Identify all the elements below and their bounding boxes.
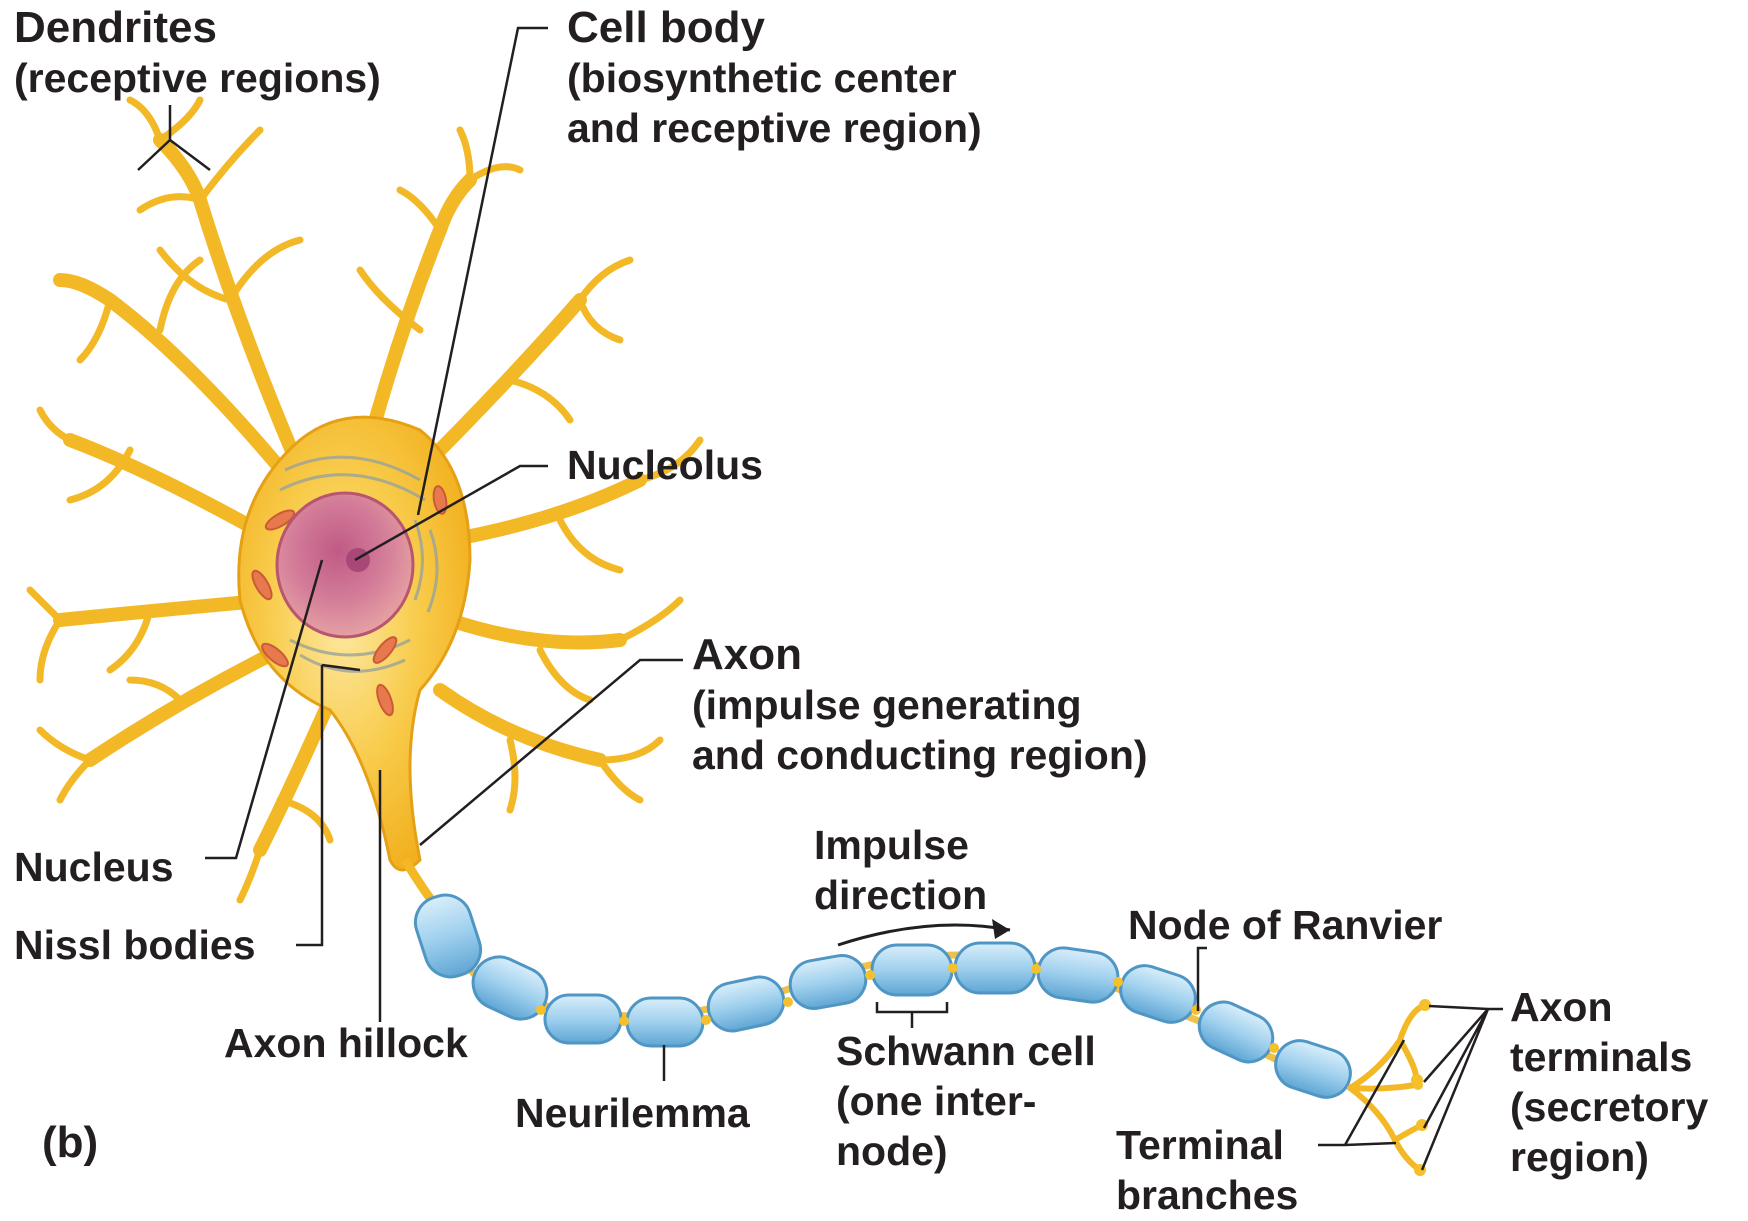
nucleolus (346, 548, 370, 572)
label-cell-body: Cell body (biosynthetic center and recep… (567, 3, 982, 153)
label-dendrites: Dendrites (receptive regions) (14, 3, 381, 103)
dendrites-title: Dendrites (14, 3, 217, 52)
figure-label-text: (b) (42, 1118, 98, 1167)
axon-terminals-title: Axon (1510, 984, 1613, 1030)
terminal-branches-line-1: Terminal (1116, 1120, 1298, 1170)
neurilemma-title: Neurilemma (515, 1090, 750, 1136)
label-axon-terminals: Axon terminals (secretory region) (1510, 982, 1708, 1182)
label-neurilemma: Neurilemma (515, 1088, 750, 1138)
axon-line-1: (impulse generating (692, 680, 1148, 730)
axon-terminal-knobs (1411, 999, 1431, 1176)
axon-terminals-line-1: terminals (1510, 1032, 1708, 1082)
schwann-line-1: Schwann cell (836, 1026, 1096, 1076)
axon-line-2: and conducting region) (692, 730, 1148, 780)
label-nucleus: Nucleus (14, 842, 174, 892)
impulse-line-1: Impulse (814, 820, 987, 870)
node-ranvier-title: Node of Ranvier (1128, 902, 1442, 948)
cell-body-line-1: (biosynthetic center (567, 53, 982, 103)
label-terminal-branches: Terminal branches (1116, 1120, 1298, 1220)
label-node-of-ranvier: Node of Ranvier (1128, 900, 1442, 950)
impulse-line-2: direction (814, 870, 987, 920)
figure-label: (b) (42, 1118, 98, 1168)
nucleus-title: Nucleus (14, 844, 174, 890)
label-axon-hillock: Axon hillock (224, 1018, 468, 1068)
axon-title: Axon (692, 630, 802, 679)
cell-body-title: Cell body (567, 3, 765, 52)
schwann-line-2: (one inter- (836, 1076, 1096, 1126)
nucleolus-title: Nucleolus (567, 442, 763, 488)
nissl-title: Nissl bodies (14, 922, 256, 968)
label-nissl-bodies: Nissl bodies (14, 920, 256, 970)
axon-hillock-title: Axon hillock (224, 1020, 468, 1066)
schwann-line-3: node) (836, 1126, 1096, 1176)
dendrites-subtitle: (receptive regions) (14, 53, 381, 103)
nucleus (277, 493, 413, 637)
label-impulse-direction: Impulse direction (814, 820, 987, 920)
label-axon: Axon (impulse generating and conducting … (692, 630, 1148, 780)
terminal-branches-line-2: branches (1116, 1170, 1298, 1220)
cell-body (239, 417, 470, 870)
label-nucleolus: Nucleolus (567, 440, 763, 490)
cell-body-line-2: and receptive region) (567, 103, 982, 153)
label-schwann-cell: Schwann cell (one inter- node) (836, 1026, 1096, 1176)
axon-terminals-line-3: region) (1510, 1132, 1708, 1182)
axon-terminals-line-2: (secretory (1510, 1082, 1708, 1132)
